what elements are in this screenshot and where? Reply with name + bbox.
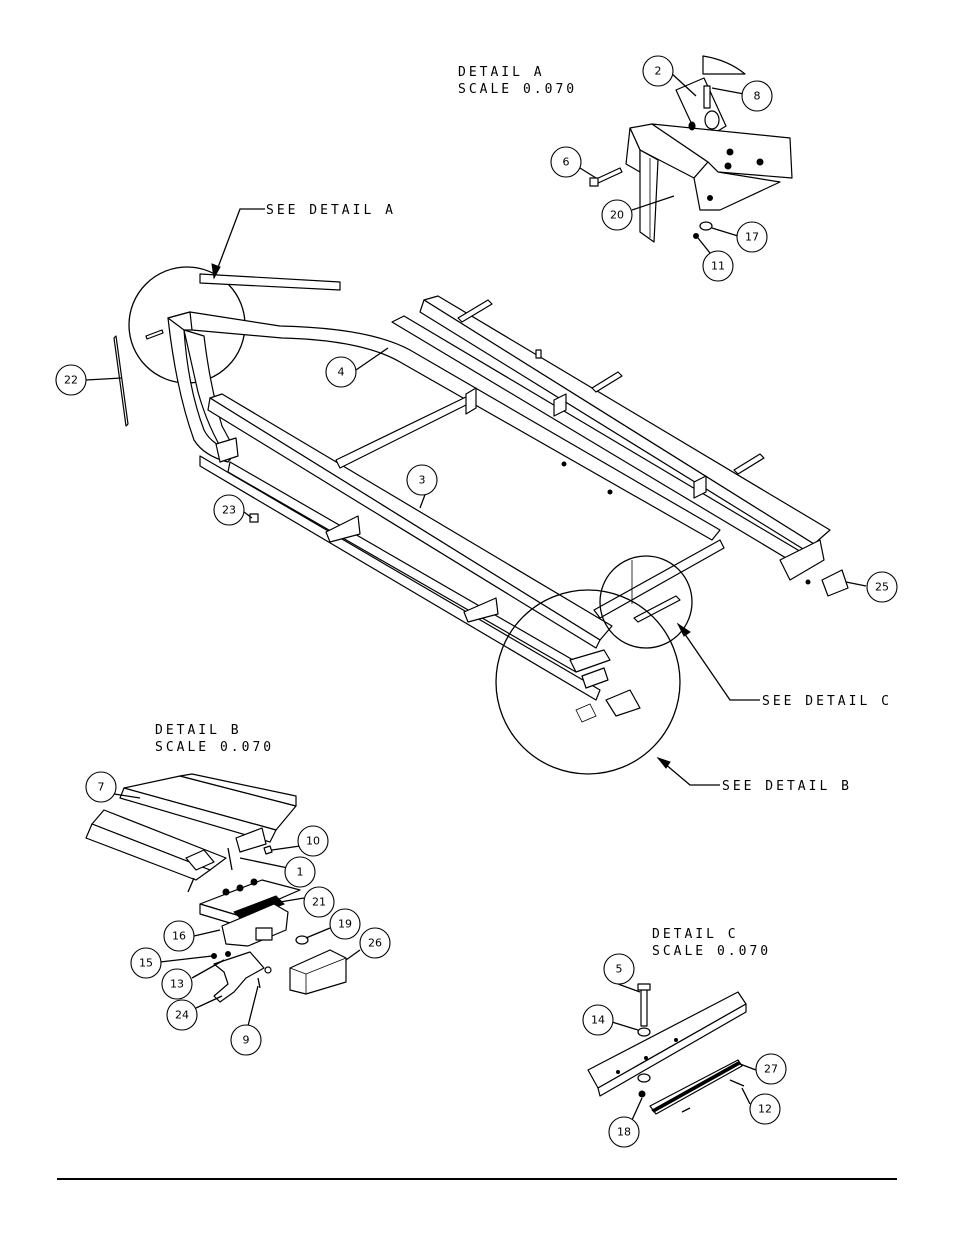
callout-12: 12 <box>749 1093 781 1125</box>
detail-a-bolt <box>703 85 711 109</box>
svg-text:8: 8 <box>754 90 761 103</box>
svg-text:17: 17 <box>745 231 759 244</box>
svg-text:7: 7 <box>98 781 105 794</box>
svg-text:5: 5 <box>616 963 623 976</box>
callout-15: 15 <box>130 947 162 979</box>
svg-text:16: 16 <box>172 930 186 943</box>
callout-9: 9 <box>230 1024 262 1056</box>
callout-1: 1 <box>284 856 316 888</box>
detail-a-view: DETAIL A SCALE 0.070 <box>458 55 793 259</box>
detail-c-title: DETAIL C <box>652 927 739 942</box>
detail-a-wedge <box>702 55 746 75</box>
detail-a-title: DETAIL A <box>458 65 545 80</box>
svg-text:21: 21 <box>312 896 326 909</box>
front-cross-member <box>335 395 473 469</box>
svg-text:24: 24 <box>175 1009 189 1022</box>
callout-5: 5 <box>603 953 635 985</box>
callout-2: 2 <box>642 55 674 87</box>
svg-text:2: 2 <box>655 65 662 78</box>
detail-reference-arrows: SEE DETAIL A SEE DETAIL C SEE DETAIL B <box>211 203 892 794</box>
callout-17: 17 <box>736 221 768 253</box>
callout-16: 16 <box>163 920 195 952</box>
svg-text:18: 18 <box>617 1126 631 1139</box>
svg-text:9: 9 <box>243 1034 250 1047</box>
main-trailer-frame <box>85 266 867 775</box>
svg-text:27: 27 <box>764 1063 778 1076</box>
right-tail-light <box>821 569 849 597</box>
callout-8: 8 <box>741 80 773 112</box>
callout-3: 3 <box>406 464 438 496</box>
callout-13: 13 <box>161 968 193 1000</box>
callout-25: 25 <box>866 571 898 603</box>
detail-b-scale: SCALE 0.070 <box>155 740 274 755</box>
callout-11: 11 <box>702 250 734 282</box>
detail-c-scale: SCALE 0.070 <box>652 944 771 959</box>
svg-text:22: 22 <box>64 374 78 387</box>
see-detail-b-label: SEE DETAIL B <box>722 779 852 794</box>
see-detail-c-label: SEE DETAIL C <box>762 694 892 709</box>
detail-c-view: DETAIL C SCALE 0.070 <box>587 927 771 1121</box>
svg-text:11: 11 <box>711 260 725 273</box>
svg-text:4: 4 <box>338 366 345 379</box>
svg-text:15: 15 <box>139 957 153 970</box>
frame-tongue-rail <box>167 311 721 541</box>
svg-text:20: 20 <box>610 209 624 222</box>
detail-b-title: DETAIL B <box>155 723 242 738</box>
callout-19: 19 <box>329 908 361 940</box>
small-tag <box>249 513 259 523</box>
detail-b-tail-light <box>289 949 347 995</box>
svg-text:10: 10 <box>306 835 320 848</box>
left-tail-light <box>605 689 641 717</box>
fender-strip <box>113 335 129 427</box>
detail-b-view: DETAIL B SCALE 0.070 <box>85 723 361 1027</box>
callout-18: 18 <box>608 1116 640 1148</box>
detail-a-scale: SCALE 0.070 <box>458 82 577 97</box>
callout-27: 27 <box>755 1053 787 1085</box>
callout-4: 4 <box>325 356 357 388</box>
svg-text:23: 23 <box>222 504 236 517</box>
detail-b-circle <box>495 589 681 775</box>
callout-23: 23 <box>213 494 245 526</box>
svg-text:14: 14 <box>591 1014 605 1027</box>
callout-10: 10 <box>297 825 329 857</box>
svg-text:25: 25 <box>875 581 889 594</box>
callout-14: 14 <box>582 1004 614 1036</box>
detail-b-decal <box>233 895 285 921</box>
callout-26: 26 <box>359 927 391 959</box>
right-bunk-rail <box>423 295 831 545</box>
callout-22: 22 <box>55 364 87 396</box>
svg-text:19: 19 <box>338 918 352 931</box>
svg-text:12: 12 <box>758 1103 772 1116</box>
svg-text:6: 6 <box>563 156 570 169</box>
callout-21: 21 <box>303 886 335 918</box>
detail-c-circle <box>599 555 693 649</box>
callout-6: 6 <box>550 146 582 178</box>
callout-7: 7 <box>85 771 117 803</box>
see-detail-a-label: SEE DETAIL A <box>266 203 396 218</box>
callout-24: 24 <box>166 999 198 1031</box>
svg-text:3: 3 <box>419 474 426 487</box>
svg-text:1: 1 <box>297 866 304 879</box>
callout-20: 20 <box>601 199 633 231</box>
svg-text:26: 26 <box>368 937 382 950</box>
svg-text:13: 13 <box>170 978 184 991</box>
